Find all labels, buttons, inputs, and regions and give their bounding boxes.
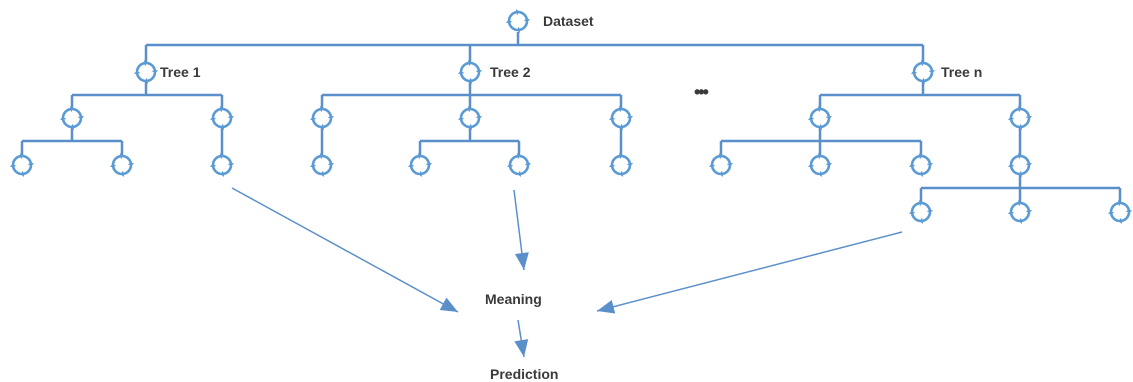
circular-arrows-icon <box>608 105 634 131</box>
tree-n-label: Tree n <box>941 64 983 80</box>
circular-arrows-icon <box>608 152 634 178</box>
circular-arrows-icon <box>1007 105 1033 131</box>
circular-arrows-icon <box>1107 199 1133 225</box>
circular-arrows-icon <box>910 59 936 85</box>
tree-2-label: Tree 2 <box>490 64 531 80</box>
arrow-head <box>514 252 529 270</box>
circular-arrows-icon <box>59 105 85 131</box>
circular-arrows-icon <box>457 59 483 85</box>
circular-arrows-icon <box>708 152 734 178</box>
arrow-head <box>514 339 529 357</box>
circular-arrows-icon <box>133 59 159 85</box>
circular-arrows-icon <box>457 105 483 131</box>
arrow-line <box>231 187 459 313</box>
circular-arrows-icon <box>908 199 934 225</box>
circular-arrows-icon <box>506 152 532 178</box>
circular-arrows-icon <box>505 8 531 34</box>
dataset-label: Dataset <box>543 13 594 29</box>
circular-arrows-icon <box>407 152 433 178</box>
arrow-head <box>597 299 616 314</box>
circular-arrows-icon <box>309 152 335 178</box>
tree-1-label: Tree 1 <box>160 64 201 80</box>
circular-arrows-icon <box>109 152 135 178</box>
prediction-label: Prediction <box>490 366 559 382</box>
circular-arrows-icon <box>1007 152 1033 178</box>
circular-arrows-icon <box>807 105 833 131</box>
ellipsis: ••• <box>694 82 709 102</box>
arrow-line <box>596 231 903 312</box>
circular-arrows-icon <box>1007 199 1033 225</box>
circular-arrows-icon <box>807 152 833 178</box>
meaning-label: Meaning <box>485 291 542 307</box>
circular-arrows-icon <box>309 105 335 131</box>
circular-arrows-icon <box>9 152 35 178</box>
circular-arrows-icon <box>908 152 934 178</box>
circular-arrows-icon <box>209 105 235 131</box>
circular-arrows-icon <box>209 152 235 178</box>
arrow-head <box>439 297 458 312</box>
